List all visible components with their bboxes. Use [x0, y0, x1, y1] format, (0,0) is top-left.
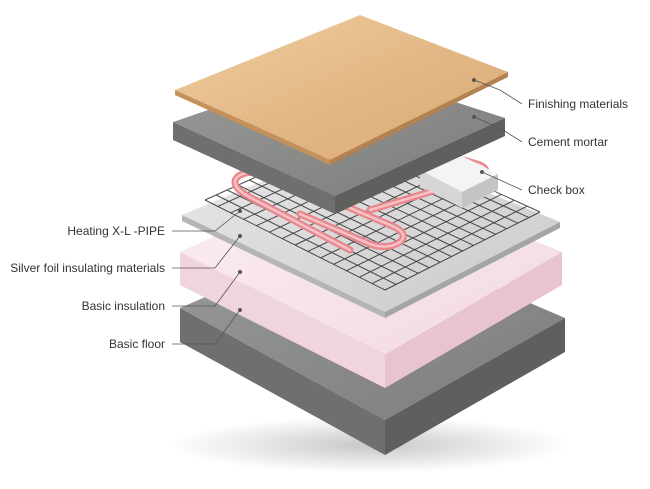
label-cement-mortar: Cement mortar [528, 135, 608, 149]
label-check-box: Check box [528, 183, 585, 197]
label-heating-pipe: Heating X-L -PIPE [67, 224, 165, 238]
label-basic-floor: Basic floor [109, 337, 165, 351]
label-basic-insulation: Basic insulation [82, 299, 165, 313]
label-silver-foil: Silver foil insulating materials [10, 261, 165, 275]
label-finishing-materials: Finishing materials [528, 97, 628, 111]
